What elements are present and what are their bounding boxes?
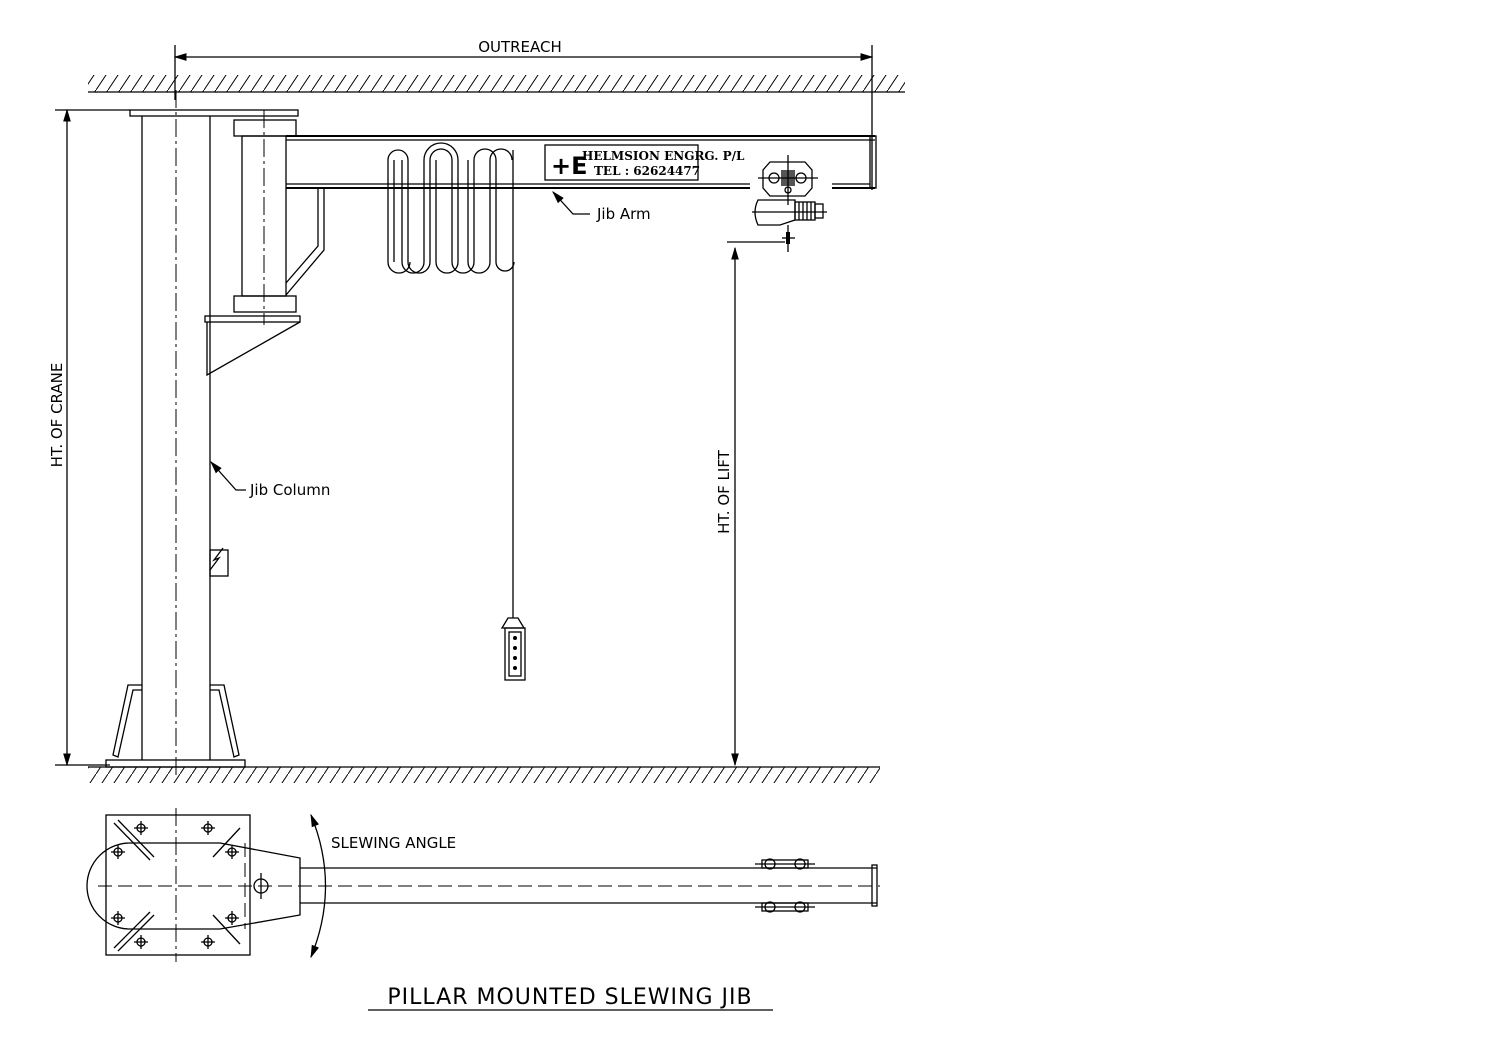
trolley-wheels (755, 858, 815, 913)
company-logo: +E (551, 152, 588, 180)
bolt-holes (111, 821, 239, 949)
floor (88, 766, 880, 783)
company-name: HELMSION ENGRG. P/L (582, 149, 745, 163)
jib-arm-label: Jib Arm (596, 205, 651, 223)
company-phone: TEL : 62624477 (594, 164, 700, 178)
outreach-label: OUTREACH (478, 38, 562, 56)
ceiling (88, 75, 905, 93)
jib-column (105, 90, 301, 775)
nameplate: +E HELMSION ENGRG. P/L TEL : 62624477 (544, 144, 745, 181)
plan-view: SLEWING ANGLE (86, 808, 880, 962)
electric-hoist (752, 155, 827, 252)
crane-height-label: HT. OF CRANE (48, 363, 66, 468)
slewing-angle-label: SLEWING ANGLE (331, 834, 456, 852)
outreach-dimension: OUTREACH (173, 38, 874, 190)
lift-height-label: HT. OF LIFT (715, 449, 733, 534)
pendant-control (500, 617, 526, 681)
jib-column-callout: Jib Column (210, 461, 330, 499)
crane-height-dimension: HT. OF CRANE (48, 108, 130, 767)
jib-column-label: Jib Column (249, 481, 330, 499)
lift-height-dimension: HT. OF LIFT (715, 241, 785, 767)
festoon-cable (387, 142, 515, 618)
jib-arm (285, 135, 877, 296)
jib-arm-callout: Jib Arm (552, 191, 651, 223)
drawing-title: PILLAR MOUNTED SLEWING JIB (387, 985, 752, 1010)
